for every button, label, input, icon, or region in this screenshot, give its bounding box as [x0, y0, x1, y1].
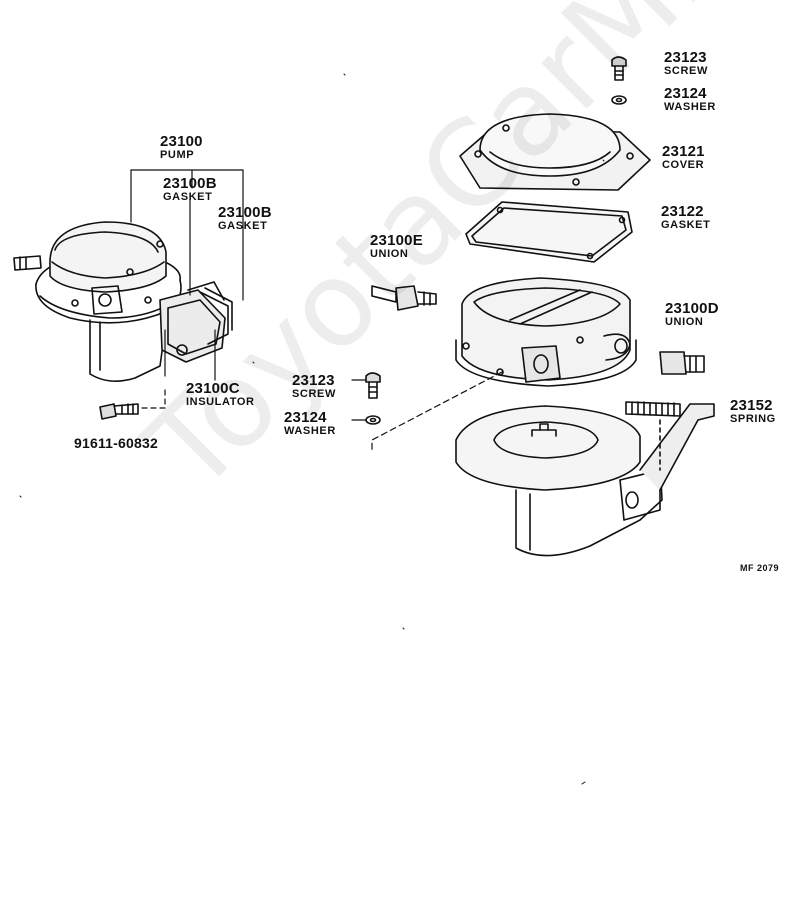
insulator-number: 23100C: [186, 380, 240, 397]
washer-left-number: 23124: [284, 409, 327, 426]
cover-drawing: [459, 113, 651, 191]
pump-number: 23100: [160, 133, 203, 150]
scan-specks: [19, 73, 605, 785]
gasket-right-number: 23122: [661, 203, 704, 220]
label-cover: 23121 COVER: [662, 144, 705, 171]
washer-left-name: WASHER: [284, 425, 336, 437]
screw-top-drawing: [611, 56, 627, 105]
union-d-drawing: [659, 351, 705, 375]
screw-top-number: 23123: [664, 49, 707, 66]
label-screw-left: 23123 SCREW: [292, 373, 336, 400]
label-gasket-b: 23100B GASKET: [218, 205, 272, 232]
gasket-right-drawing: [465, 201, 633, 263]
screw-left-number: 23123: [292, 372, 335, 389]
union-e-number: 23100E: [370, 232, 423, 249]
label-union-d: 23100D UNION: [665, 301, 719, 328]
screw-left-drawing: [365, 372, 381, 425]
spring-number: 23152: [730, 397, 773, 414]
label-spring: 23152 SPRING: [730, 398, 776, 425]
label-gasket-right: 23122 GASKET: [661, 204, 710, 231]
upper-body-drawing: [455, 277, 637, 387]
screw-left-name: SCREW: [292, 388, 336, 400]
union-d-number: 23100D: [665, 300, 719, 317]
label-union-e: 23100E UNION: [370, 233, 423, 260]
union-e-name: UNION: [370, 248, 409, 260]
gasket-a-name: GASKET: [163, 191, 213, 203]
label-bolt: 91611-60832: [74, 436, 158, 450]
cover-number: 23121: [662, 143, 705, 160]
label-washer-left: 23124 WASHER: [284, 410, 336, 437]
spring-name: SPRING: [730, 413, 776, 425]
gasket-a-number: 23100B: [163, 175, 217, 192]
spring-drawing: [625, 401, 681, 417]
cover-name: COVER: [662, 159, 705, 171]
gasket-b-name: GASKET: [218, 220, 268, 232]
washer-top-name: WASHER: [664, 101, 716, 113]
figure-code: MF 2079: [740, 563, 780, 573]
label-screw-top: 23123 SCREW: [664, 50, 708, 77]
pump-name: PUMP: [160, 149, 195, 161]
leader-lines-middle: [351, 371, 503, 451]
assembled-pump-drawing: [13, 221, 233, 382]
gasket-b-number: 23100B: [218, 204, 272, 221]
label-pump: 23100 PUMP: [160, 134, 203, 161]
union-d-name: UNION: [665, 316, 704, 328]
gasket-right-name: GASKET: [661, 219, 711, 231]
bolt-number: 91611-60832: [74, 435, 158, 451]
washer-top-number: 23124: [664, 85, 707, 102]
lower-body-drawing: [455, 403, 715, 557]
insulator-name: INSULATOR: [186, 396, 255, 408]
screw-top-name: SCREW: [664, 65, 708, 77]
leader-lines-left: [130, 169, 244, 409]
bolt-drawing: [99, 403, 139, 420]
union-e-drawing: [371, 285, 437, 311]
label-gasket-a: 23100B GASKET: [163, 176, 217, 203]
label-insulator: 23100C INSULATOR: [186, 381, 255, 408]
label-washer-top: 23124 WASHER: [664, 86, 716, 113]
